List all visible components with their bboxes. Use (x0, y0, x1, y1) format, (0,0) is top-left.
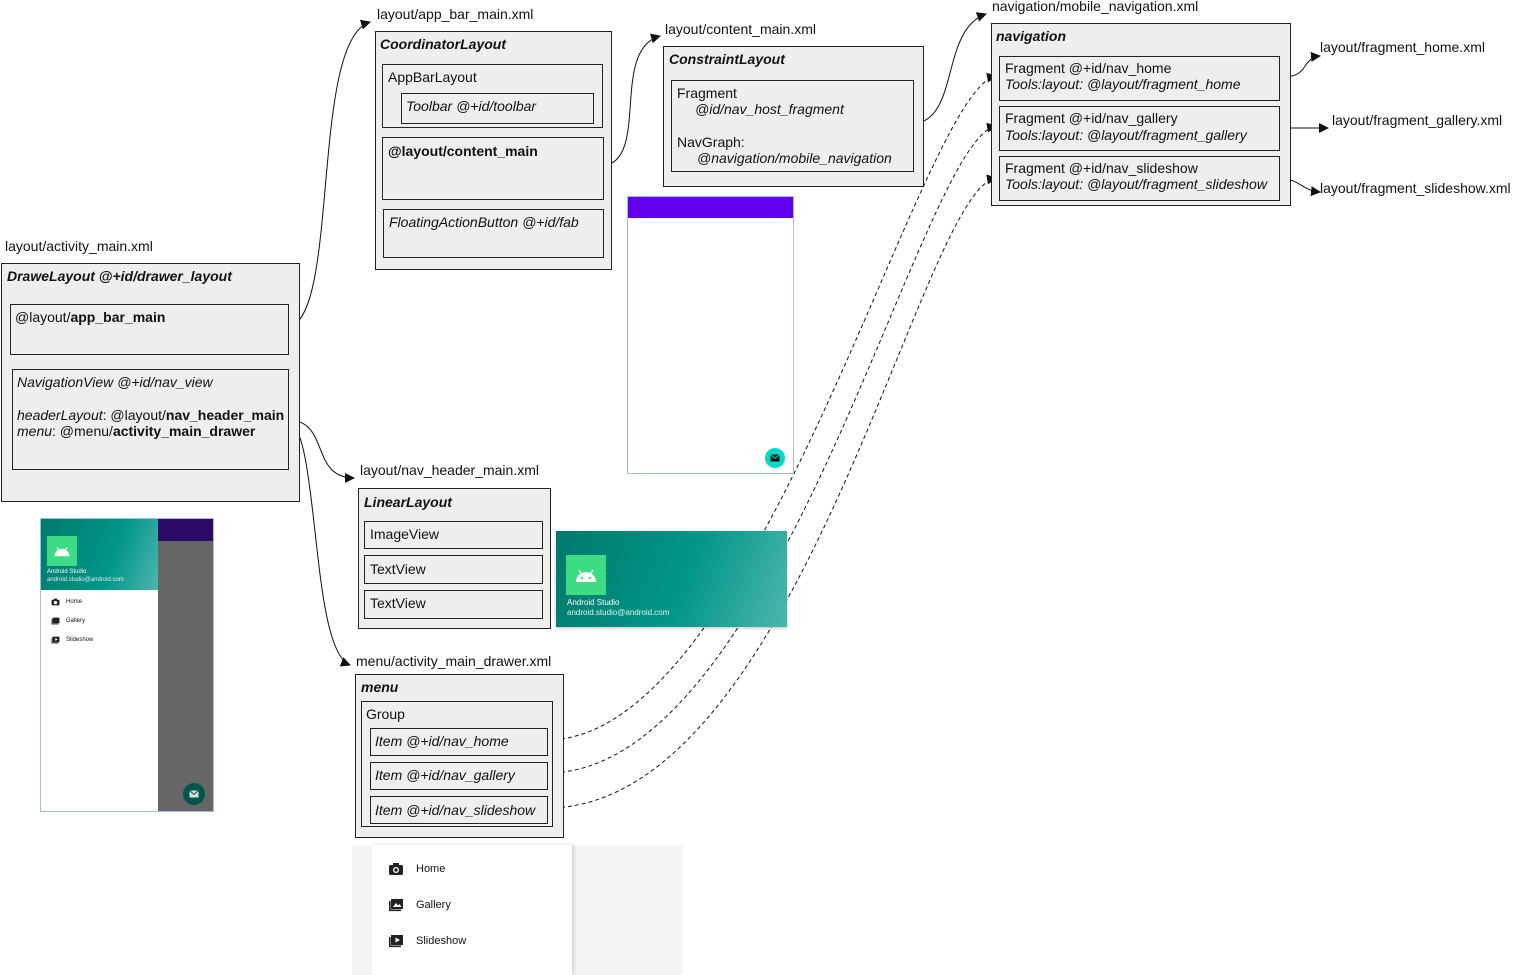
linear-layout-box: LinearLayout ImageView TextView TextView (358, 488, 551, 629)
drawer-app-name: Android Studio (47, 569, 87, 575)
android-logo-icon (47, 536, 77, 566)
navgraph-value: @navigation/mobile_navigation (697, 150, 892, 166)
preview-app-name: Android Studio (567, 598, 620, 607)
fragment-slideshow-title: layout/fragment_slideshow.xml (1320, 180, 1511, 196)
nav-slideshow-decl: Fragment @+id/nav_slideshow (1005, 160, 1198, 176)
preview-fab (765, 448, 785, 468)
group-box: Group Item @+id/nav_home Item @+id/nav_g… (361, 701, 553, 827)
nav-header-main-title: layout/nav_header_main.xml (360, 462, 539, 478)
drawer-layout-header: DraweLayout @+id/drawer_layout (7, 268, 232, 284)
menu-preview: Home Gallery Slideshow (352, 845, 683, 975)
preview-menu-gallery: Gallery (388, 898, 451, 912)
drawer-header: Android Studio android.studio@android.co… (41, 519, 158, 590)
fab-label: FloatingActionButton @+id/fab (389, 214, 579, 230)
navigation-header: navigation (996, 28, 1067, 44)
constraint-layout-header: ConstraintLayout (669, 51, 785, 67)
navigation-box: navigation Fragment @+id/nav_home Tools:… (991, 23, 1291, 206)
item-gallery-label: Item @+id/nav_gallery (375, 767, 515, 783)
navigation-view-box: NavigationView @+id/nav_view headerLayou… (12, 369, 289, 470)
nav-slideshow-tools: Tools:layout: @layout/fragment_slideshow (1005, 176, 1267, 192)
slideshow-icon (51, 636, 60, 644)
content-main-include-box: @layout/content_main (382, 137, 604, 200)
drawer-preview-phone: Android Studio android.studio@android.co… (40, 518, 214, 812)
slideshow-icon (389, 935, 403, 948)
drawer-status-bar (158, 519, 213, 541)
app-bar-layout-label: AppBarLayout (388, 69, 477, 85)
android-logo-icon (566, 555, 606, 595)
menu-preview-drawer: Home Gallery Slideshow (372, 845, 572, 975)
item-slideshow-label: Item @+id/nav_slideshow (375, 802, 536, 818)
preview-email: android.studio@android.com (567, 608, 670, 617)
gallery-icon (389, 899, 403, 912)
toolbar-label: Toolbar @+id/toolbar (406, 98, 537, 114)
coordinator-layout-box: CoordinatorLayout AppBarLayout Toolbar @… (375, 31, 612, 270)
nav-home-tools: Tools:layout: @layout/fragment_home (1005, 76, 1241, 92)
app-bar-main-title: layout/app_bar_main.xml (377, 6, 534, 22)
app-bar-layout-box: AppBarLayout Toolbar @+id/toolbar (382, 64, 603, 128)
fab-box: FloatingActionButton @+id/fab (383, 209, 604, 258)
coordinator-layout-header: CoordinatorLayout (380, 36, 506, 52)
menu-header: menu (361, 679, 399, 695)
drawer-menu-home: Home (51, 598, 82, 606)
drawer-panel: Android Studio android.studio@android.co… (41, 519, 158, 811)
menu-box: menu Group Item @+id/nav_home Item @+id/… (355, 674, 564, 838)
app-bar-include-box: @layout/app_bar_main (10, 304, 289, 355)
preview-menu-slideshow: Slideshow (388, 934, 466, 948)
item-gallery-box: Item @+id/nav_gallery (370, 762, 548, 790)
menu-line: menu: @menu/activity_main_drawer (17, 423, 256, 439)
nav-host-fragment-box: Fragment @id/nav_host_fragment NavGraph:… (671, 80, 914, 172)
content-preview-phone (627, 196, 794, 474)
app-bar-include-text: @layout/app_bar_main (15, 309, 166, 325)
nav-gallery-tools: Tools:layout: @layout/fragment_gallery (1005, 127, 1247, 143)
content-main-title: layout/content_main.xml (665, 21, 816, 37)
camera-icon (389, 863, 403, 875)
constraint-layout-box: ConstraintLayout Fragment @id/nav_host_f… (663, 46, 924, 187)
item-home-label: Item @+id/nav_home (375, 733, 509, 749)
navigation-view-label: NavigationView @+id/nav_view (17, 374, 213, 390)
drawer-menu-slideshow: Slideshow (51, 636, 93, 644)
text-view-box-2: TextView (364, 590, 543, 619)
nav-slideshow-fragment-box: Fragment @+id/nav_slideshow Tools:layout… (999, 156, 1280, 201)
preview-toolbar (628, 197, 793, 218)
nav-host-fragment-id: @id/nav_host_fragment (695, 101, 844, 117)
nav-home-fragment-box: Fragment @+id/nav_home Tools:layout: @la… (999, 56, 1280, 101)
activity-main-title: layout/activity_main.xml (5, 238, 153, 254)
drawer-email: android.studio@android.com (47, 577, 124, 583)
content-main-include-label: @layout/content_main (388, 143, 538, 159)
mobile-navigation-title: navigation/mobile_navigation.xml (992, 0, 1199, 14)
drawer-scrim (158, 519, 213, 811)
group-label: Group (366, 706, 405, 722)
drawer-preview-fab (183, 783, 205, 805)
linear-layout-header: LinearLayout (364, 494, 452, 510)
activity-main-drawer-title: menu/activity_main_drawer.xml (356, 653, 552, 669)
text-view-label-1: TextView (370, 561, 426, 577)
fragment-label: Fragment (677, 85, 737, 101)
toolbar-box: Toolbar @+id/toolbar (401, 93, 594, 124)
mail-icon (770, 454, 780, 462)
nav-gallery-fragment-box: Fragment @+id/nav_gallery Tools:layout: … (999, 106, 1280, 151)
nav-home-decl: Fragment @+id/nav_home (1005, 60, 1172, 76)
image-view-box: ImageView (364, 521, 543, 549)
gallery-icon (51, 617, 60, 625)
nav-gallery-decl: Fragment @+id/nav_gallery (1005, 110, 1178, 126)
fragment-home-title: layout/fragment_home.xml (1320, 39, 1485, 55)
drawer-layout-box: DraweLayout @+id/drawer_layout @layout/a… (1, 263, 300, 502)
mail-icon (189, 790, 199, 798)
navgraph-label: NavGraph: (677, 134, 745, 150)
image-view-label: ImageView (370, 526, 440, 542)
header-layout-line: headerLayout: @layout/nav_header_main (17, 407, 285, 423)
preview-menu-home: Home (388, 862, 445, 876)
item-home-box: Item @+id/nav_home (370, 728, 548, 756)
drawer-menu-gallery: Gallery (51, 617, 85, 625)
text-view-box-1: TextView (364, 555, 543, 584)
camera-icon (51, 598, 60, 606)
item-slideshow-box: Item @+id/nav_slideshow (370, 796, 548, 824)
text-view-label-2: TextView (370, 595, 426, 611)
fragment-gallery-title: layout/fragment_gallery.xml (1332, 112, 1503, 128)
nav-header-preview: Android Studio android.studio@android.co… (556, 531, 787, 627)
